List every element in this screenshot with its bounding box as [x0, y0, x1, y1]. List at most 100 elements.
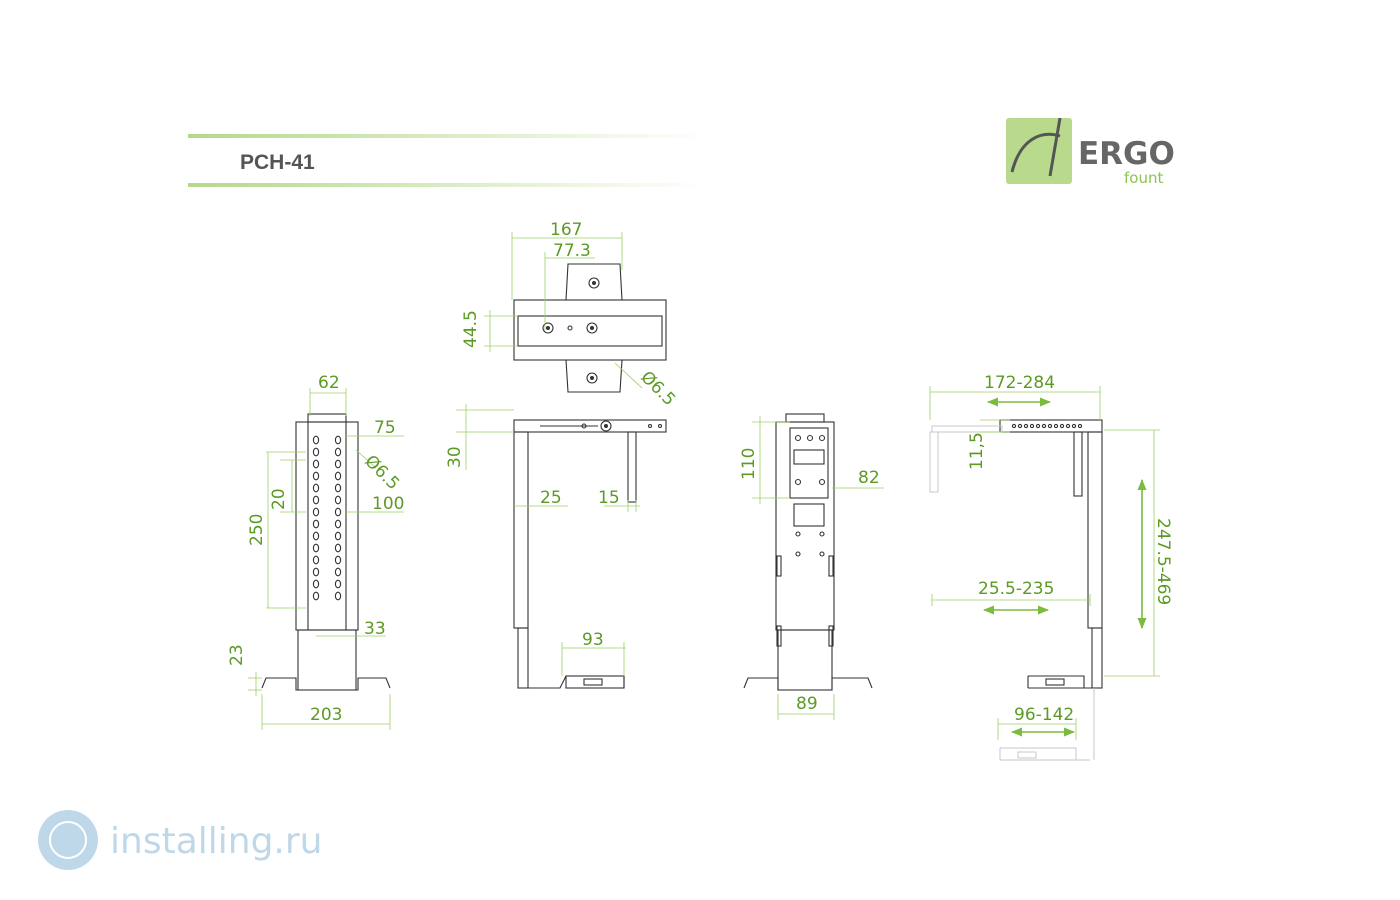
front-feet — [261, 677, 391, 691]
front-slot-hole — [312, 519, 320, 529]
top-holes — [542, 277, 600, 384]
dim-adj-11-5: 11,5 — [967, 432, 987, 470]
front-slot-hole — [312, 567, 320, 577]
adj-rail-hole — [1065, 423, 1071, 429]
dim-front-height: 250 — [247, 514, 267, 546]
header-rule-bottom — [188, 183, 708, 187]
front-slot-hole — [334, 519, 342, 529]
dim-side-30: 30 — [445, 446, 465, 468]
top-ear-lower — [565, 359, 623, 393]
logo-brand: ERGO — [1078, 136, 1175, 172]
adj-rail-hole — [1029, 423, 1035, 429]
dim-front-base-w: 203 — [310, 705, 342, 725]
front-slot-hole — [312, 459, 320, 469]
front-slot-hole — [312, 471, 320, 481]
adj-rail-hole — [1047, 423, 1053, 429]
front-slot-hole — [334, 555, 342, 565]
front-slot-hole — [312, 591, 320, 601]
front-slot-hole — [312, 483, 320, 493]
dim-adj-slide: 25.5-235 — [978, 579, 1054, 599]
front-slot-hole — [334, 507, 342, 517]
front-slot-hole — [312, 447, 320, 457]
dim-back-82: 82 — [858, 468, 880, 488]
adj-rail-hole — [1011, 423, 1017, 429]
side-hanger — [627, 431, 637, 503]
adj-rail-hole — [1023, 423, 1029, 429]
adjustment-view: 172-284 11,5 25.5-235 247.5-469 96-142 — [929, 373, 1173, 761]
dim-adj-height: 247.5-469 — [1153, 518, 1173, 605]
top-plate — [513, 299, 667, 361]
dim-top-hole-spacing: 77.3 — [553, 241, 591, 261]
dim-side-25: 25 — [540, 488, 562, 508]
dim-front-top-width: 62 — [318, 373, 340, 393]
dim-adj-width: 172-284 — [984, 373, 1055, 393]
header: PCH-41 — [188, 134, 708, 187]
front-slot-hole — [334, 579, 342, 589]
front-column — [295, 421, 359, 631]
front-slot-hole — [334, 483, 342, 493]
adj-rail-hole — [1035, 423, 1041, 429]
adj-rail-hole — [1059, 423, 1065, 429]
header-rule-top — [188, 134, 708, 138]
front-slot-hole — [312, 555, 320, 565]
back-display — [793, 449, 825, 465]
adj-rail-holes — [1011, 423, 1083, 429]
dim-top-depth: 44.5 — [461, 310, 481, 348]
front-slot-hole — [334, 435, 342, 445]
dim-adj-base: 96-142 — [1014, 705, 1074, 725]
dim-side-15: 15 — [598, 488, 620, 508]
watermark: installing.ru — [38, 810, 322, 870]
side-base — [518, 675, 625, 689]
watermark-globe-icon — [38, 810, 98, 870]
dim-front-75: 75 — [374, 418, 396, 438]
ergofount-logo: ERGO fount — [1006, 117, 1175, 187]
front-slot-hole — [312, 495, 320, 505]
dim-back-89: 89 — [796, 694, 818, 714]
front-slot-hole — [334, 495, 342, 505]
dim-front-100: 100 — [372, 494, 404, 514]
watermark-text: installing.ru — [110, 821, 322, 862]
side-view: 30 25 15 93 — [445, 404, 667, 689]
front-slot-hole — [334, 543, 342, 553]
front-slot-hole — [312, 579, 320, 589]
back-base-block — [777, 629, 833, 691]
dim-top-hole-dia: Ø6.5 — [636, 367, 679, 410]
front-slot-hole — [334, 471, 342, 481]
logo-mark-icon — [1010, 117, 1062, 177]
front-slot-hole — [334, 591, 342, 601]
back-feet — [743, 677, 873, 691]
dim-top-width: 167 — [550, 220, 582, 240]
dim-front-base-h: 23 — [227, 644, 247, 666]
dim-front-pitch: 20 — [269, 488, 289, 510]
model-title: PCH-41 — [240, 151, 315, 174]
back-bracket — [789, 427, 829, 499]
front-slot-hole — [312, 435, 320, 445]
top-view: 167 77.3 44.5 Ø6.5 — [461, 220, 679, 410]
logo-sub: fount — [1124, 169, 1163, 187]
dim-front-33: 33 — [364, 619, 386, 639]
dim-side-93: 93 — [582, 630, 604, 650]
front-slot-hole — [312, 531, 320, 541]
front-slot-hole — [334, 459, 342, 469]
adj-rail-hole — [1017, 423, 1023, 429]
back-holes — [776, 434, 834, 647]
side-top-rail — [513, 419, 667, 433]
side-upright — [513, 431, 529, 629]
dim-front-hole-dia: Ø6.5 — [360, 451, 403, 494]
back-view: 110 82 89 — [739, 413, 884, 720]
front-slot-hole — [334, 567, 342, 577]
front-view: 62 75 Ø6.5 20 100 250 33 23 203 — [227, 373, 404, 730]
front-slot-hole — [334, 447, 342, 457]
front-slot-hole — [312, 543, 320, 553]
front-slot-hole — [312, 507, 320, 517]
adj-base — [1027, 675, 1102, 689]
front-base-block — [297, 629, 357, 691]
adj-rail-hole — [1053, 423, 1059, 429]
top-ear-upper — [565, 263, 623, 301]
adj-rail-hole — [1077, 423, 1083, 429]
front-hole-array — [312, 435, 342, 601]
front-slot-hole — [334, 531, 342, 541]
adj-hanger — [1073, 431, 1083, 497]
logo-square — [1006, 118, 1072, 184]
